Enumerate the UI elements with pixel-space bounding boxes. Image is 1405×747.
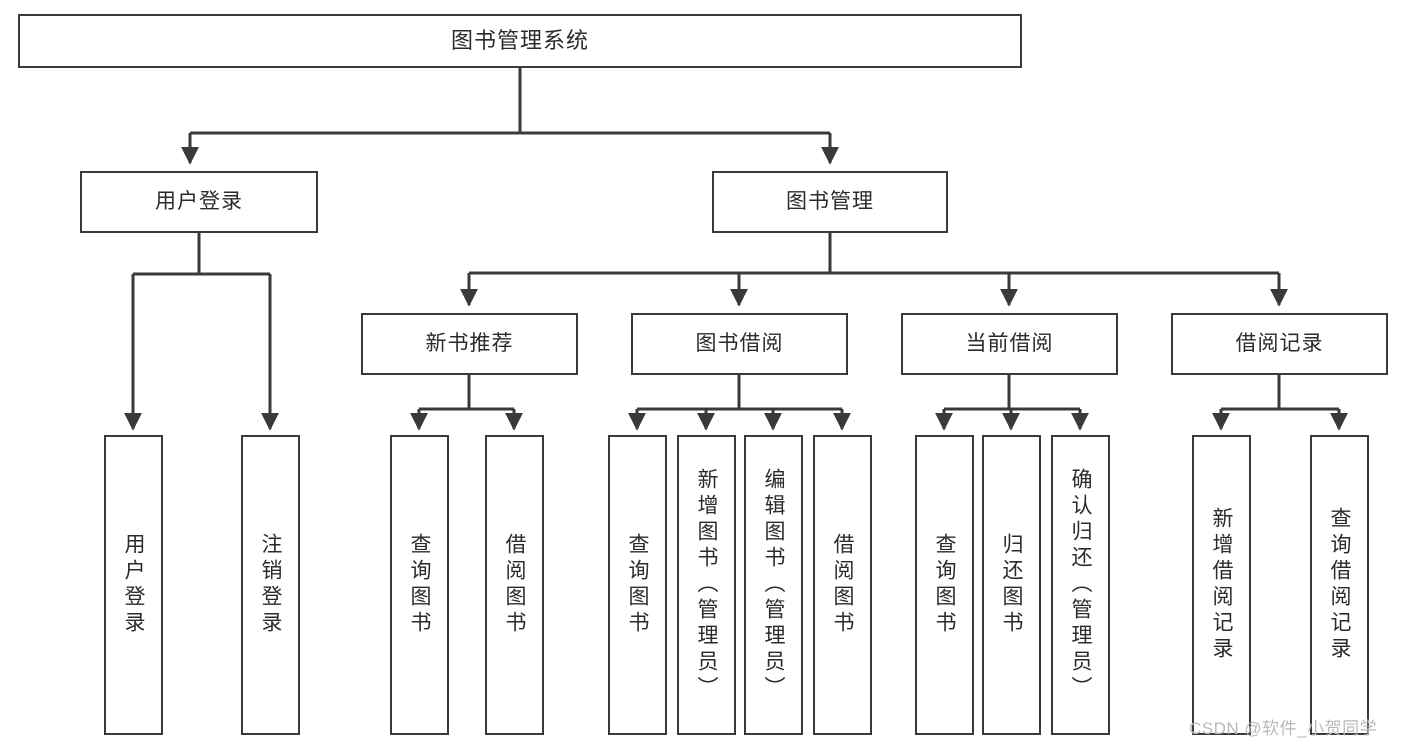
node-leaf-edit-book[interactable]: 编辑图书（管理员） (744, 435, 803, 735)
node-leaf-logout-login[interactable]: 注销登录 (241, 435, 300, 735)
node-leaf-confirm-return-label: 确认归还（管理员） (1069, 468, 1092, 702)
node-leaf-borrow-book-1[interactable]: 借阅图书 (485, 435, 544, 735)
node-leaf-add-borrow-record-label: 新增借阅记录 (1210, 507, 1233, 663)
node-leaf-query-borrow-record-label: 查询借阅记录 (1328, 507, 1351, 663)
node-root-label: 图书管理系统 (450, 28, 589, 54)
node-leaf-return-book[interactable]: 归还图书 (982, 435, 1041, 735)
node-book-borrow[interactable]: 图书借阅 (631, 313, 848, 375)
node-leaf-add-borrow-record[interactable]: 新增借阅记录 (1192, 435, 1251, 735)
node-leaf-borrow-book-1-label: 借阅图书 (503, 533, 526, 637)
node-leaf-query-book-2[interactable]: 查询图书 (608, 435, 667, 735)
node-leaf-query-book-3[interactable]: 查询图书 (915, 435, 974, 735)
node-leaf-logout-login-label: 注销登录 (259, 533, 282, 637)
node-book-management-label: 图书管理 (786, 189, 874, 213)
node-current-borrow-label: 当前借阅 (965, 331, 1054, 355)
node-user-login-label: 用户登录 (155, 189, 243, 213)
node-leaf-return-book-label: 归还图书 (1000, 533, 1023, 637)
node-leaf-user-login-label: 用户登录 (122, 533, 145, 637)
node-leaf-add-book-label: 新增图书（管理员） (695, 468, 718, 702)
node-leaf-confirm-return[interactable]: 确认归还（管理员） (1051, 435, 1110, 735)
node-book-management[interactable]: 图书管理 (712, 171, 948, 233)
node-leaf-query-book-3-label: 查询图书 (933, 533, 956, 637)
node-root[interactable]: 图书管理系统 (18, 14, 1022, 68)
node-leaf-query-borrow-record[interactable]: 查询借阅记录 (1310, 435, 1369, 735)
node-leaf-query-book-1-label: 查询图书 (408, 533, 431, 637)
node-leaf-query-book-2-label: 查询图书 (626, 533, 649, 637)
node-leaf-borrow-book-2-label: 借阅图书 (831, 533, 854, 637)
node-borrow-record-label: 借阅记录 (1235, 331, 1324, 355)
node-borrow-record[interactable]: 借阅记录 (1171, 313, 1388, 375)
node-leaf-add-book[interactable]: 新增图书（管理员） (677, 435, 736, 735)
watermark: CSDN @软件_小贺同学 (1189, 719, 1378, 738)
node-leaf-user-login[interactable]: 用户登录 (104, 435, 163, 735)
node-book-borrow-label: 图书借阅 (695, 331, 784, 355)
node-leaf-query-book-1[interactable]: 查询图书 (390, 435, 449, 735)
node-user-login[interactable]: 用户登录 (80, 171, 318, 233)
node-new-book-recommend[interactable]: 新书推荐 (361, 313, 578, 375)
node-current-borrow[interactable]: 当前借阅 (901, 313, 1118, 375)
node-leaf-edit-book-label: 编辑图书（管理员） (762, 468, 785, 702)
node-leaf-borrow-book-2[interactable]: 借阅图书 (813, 435, 872, 735)
node-new-book-recommend-label: 新书推荐 (425, 331, 514, 355)
